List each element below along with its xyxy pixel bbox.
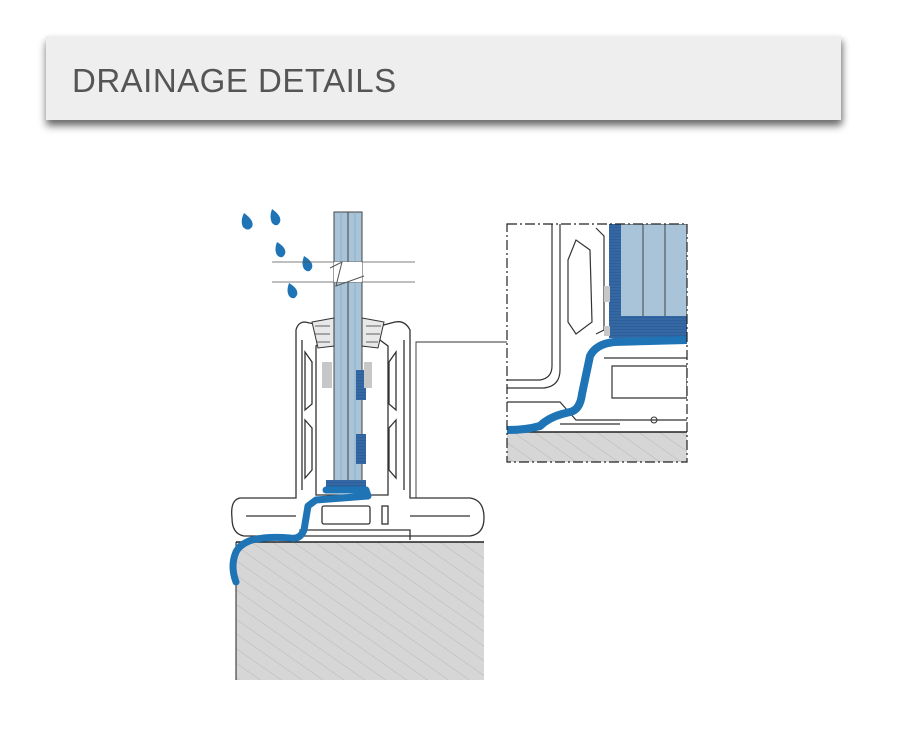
gasket [311, 317, 385, 349]
seal-pad [322, 362, 372, 490]
raindrop-icon [241, 209, 313, 299]
concrete-slab [235, 541, 484, 680]
title-banner: DRAINAGE DETAILS [46, 36, 841, 120]
glass-panel [272, 211, 415, 491]
page-title: DRAINAGE DETAILS [72, 62, 397, 99]
leader-line [410, 341, 507, 499]
water-path [229, 486, 372, 586]
detail-zoom-box [506, 223, 688, 463]
